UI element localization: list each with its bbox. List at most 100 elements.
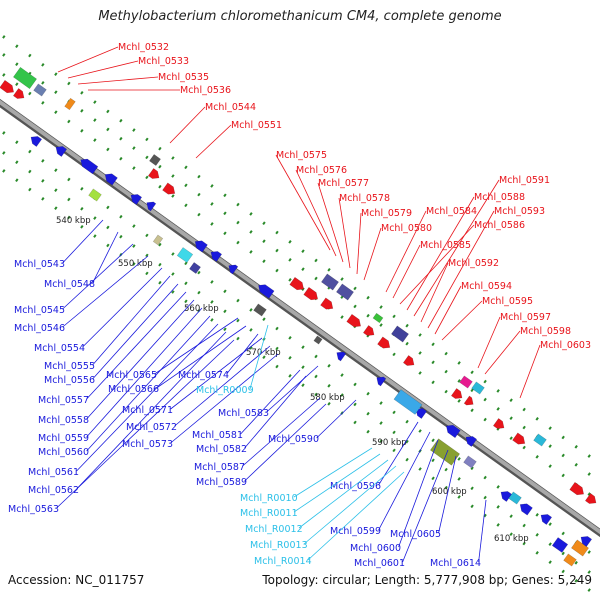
reverse-gene-label: Mchl_0605 bbox=[390, 529, 441, 540]
feature-box bbox=[189, 262, 201, 274]
reverse-gene-arrow-shape bbox=[540, 514, 553, 525]
feature-box bbox=[88, 188, 102, 202]
reverse-gene-arrow bbox=[580, 536, 593, 547]
reverse-gene-label: Mchl_0571 bbox=[122, 405, 173, 416]
reverse-label-connector bbox=[170, 353, 279, 444]
reverse-gene-label: Mchl_0557 bbox=[38, 395, 89, 406]
forward-gene-arrow bbox=[0, 79, 14, 94]
forward-gene-arrow bbox=[12, 88, 25, 99]
forward-gene-label: Mchl_0544 bbox=[205, 102, 256, 113]
forward-gene-arrow bbox=[362, 325, 375, 336]
feature-box bbox=[551, 537, 569, 553]
forward-label-connector bbox=[67, 60, 139, 79]
forward-gene-arrow bbox=[320, 297, 334, 310]
feature-box-shape bbox=[336, 283, 354, 301]
reverse-gene-arrow-shape bbox=[80, 158, 99, 175]
reverse-label-connector bbox=[86, 307, 203, 438]
reverse-gene-arrow-shape bbox=[104, 173, 118, 186]
reverse-gene-label: Mchl_0565 bbox=[106, 370, 157, 381]
reverse-label-connector bbox=[86, 299, 195, 420]
rna-gene-label: Mchl_R0012 bbox=[245, 524, 303, 535]
reverse-gene-arrow bbox=[465, 436, 478, 447]
forward-gene-arrow-shape bbox=[162, 182, 176, 195]
reverse-label-connector bbox=[86, 291, 187, 400]
forward-gene-arrow-shape bbox=[377, 336, 391, 349]
reverse-gene-label: Mchl_0560 bbox=[38, 447, 89, 458]
feature-box-shape bbox=[430, 438, 460, 466]
rna-gene-label: Mchl_R0010 bbox=[240, 493, 298, 504]
feature-box bbox=[13, 66, 37, 90]
reverse-gene-label: Mchl_0599 bbox=[330, 526, 381, 537]
track-dots bbox=[0, 128, 600, 562]
reverse-gene-label: Mchl_0561 bbox=[28, 467, 79, 478]
forward-gene-arrow-shape bbox=[0, 79, 14, 94]
forward-gene-arrow bbox=[450, 388, 463, 399]
reverse-label-connector bbox=[244, 403, 327, 482]
feature-box bbox=[533, 433, 547, 447]
reverse-gene-arrow-shape bbox=[465, 436, 478, 447]
forward-label-connector bbox=[338, 197, 351, 269]
reverse-gene-arrow bbox=[519, 503, 533, 516]
forward-gene-label: Mchl_0577 bbox=[318, 178, 369, 189]
feature-box-shape bbox=[533, 433, 547, 447]
reverse-gene-arrow-shape bbox=[446, 424, 461, 439]
forward-gene-arrow bbox=[162, 182, 176, 195]
forward-label-connector bbox=[441, 300, 483, 341]
reverse-label-connector bbox=[174, 345, 271, 427]
reverse-gene-arrow bbox=[146, 201, 157, 212]
reverse-label-connector bbox=[478, 499, 487, 563]
reverse-label-connector bbox=[92, 275, 171, 366]
kbp-tick-label: 550 kbp bbox=[118, 259, 153, 269]
kbp-tick-label: 580 kbp bbox=[310, 393, 345, 403]
forward-label-connector bbox=[413, 179, 500, 317]
reverse-gene-label: Mchl_0559 bbox=[38, 433, 89, 444]
feature-box-shape bbox=[313, 335, 323, 345]
forward-label-connector bbox=[519, 344, 541, 399]
reverse-gene-label: Mchl_0563 bbox=[8, 504, 59, 515]
forward-gene-arrow-shape bbox=[512, 432, 526, 445]
reverse-label-connector bbox=[86, 315, 211, 452]
reverse-gene-label: Mchl_0555 bbox=[44, 361, 95, 372]
reverse-gene-arrow-shape bbox=[146, 201, 157, 212]
forward-gene-arrow bbox=[377, 336, 391, 349]
kbp-tick-label: 570 kbp bbox=[246, 348, 281, 358]
reverse-label-connector bbox=[402, 449, 449, 563]
forward-label-connector bbox=[484, 330, 521, 375]
forward-label-connector bbox=[434, 285, 462, 335]
forward-gene-arrow-shape bbox=[492, 418, 505, 429]
reverse-gene-arrow bbox=[80, 158, 99, 175]
forward-gene-arrow-shape bbox=[320, 297, 334, 310]
feature-box bbox=[391, 325, 409, 343]
reverse-gene-label: Mchl_0600 bbox=[350, 543, 401, 554]
reverse-label-connector bbox=[76, 331, 227, 490]
map-title: Methylobacterium chloromethanicum CM4, c… bbox=[98, 9, 502, 24]
reverse-label-connector bbox=[242, 397, 321, 467]
reverse-label-connector bbox=[56, 339, 235, 509]
reverse-label-connector bbox=[316, 399, 357, 439]
reverse-gene-label: Mchl_0573 bbox=[122, 439, 173, 450]
forward-gene-label: Mchl_0584 bbox=[426, 206, 477, 217]
feature-box-shape bbox=[372, 312, 384, 324]
forward-label-connector bbox=[477, 316, 501, 369]
reverse-gene-label: Mchl_0587 bbox=[194, 462, 245, 473]
reverse-gene-label: Mchl_0590 bbox=[268, 434, 319, 445]
feature-box bbox=[563, 553, 577, 567]
forward-gene-label: Mchl_0536 bbox=[180, 85, 231, 96]
reverse-label-connector bbox=[156, 325, 247, 389]
forward-label-connector bbox=[392, 244, 421, 299]
reverse-gene-label: Mchl_0554 bbox=[34, 343, 85, 354]
feature-box bbox=[313, 335, 323, 345]
feature-box-shape bbox=[33, 83, 47, 97]
rna-gene-label: Mchl_R0013 bbox=[250, 540, 308, 551]
reverse-gene-arrow bbox=[446, 424, 461, 439]
feature-box bbox=[152, 234, 164, 246]
forward-label-connector bbox=[427, 210, 495, 329]
reverse-gene-label: Mchl_0556 bbox=[44, 375, 95, 386]
rna-label-connector bbox=[307, 471, 405, 561]
reverse-label-connector bbox=[92, 283, 179, 380]
feature-box-shape bbox=[563, 553, 577, 567]
forward-gene-arrow-shape bbox=[569, 481, 584, 496]
forward-gene-arrow bbox=[569, 481, 584, 496]
forward-gene-arrow bbox=[512, 432, 526, 445]
